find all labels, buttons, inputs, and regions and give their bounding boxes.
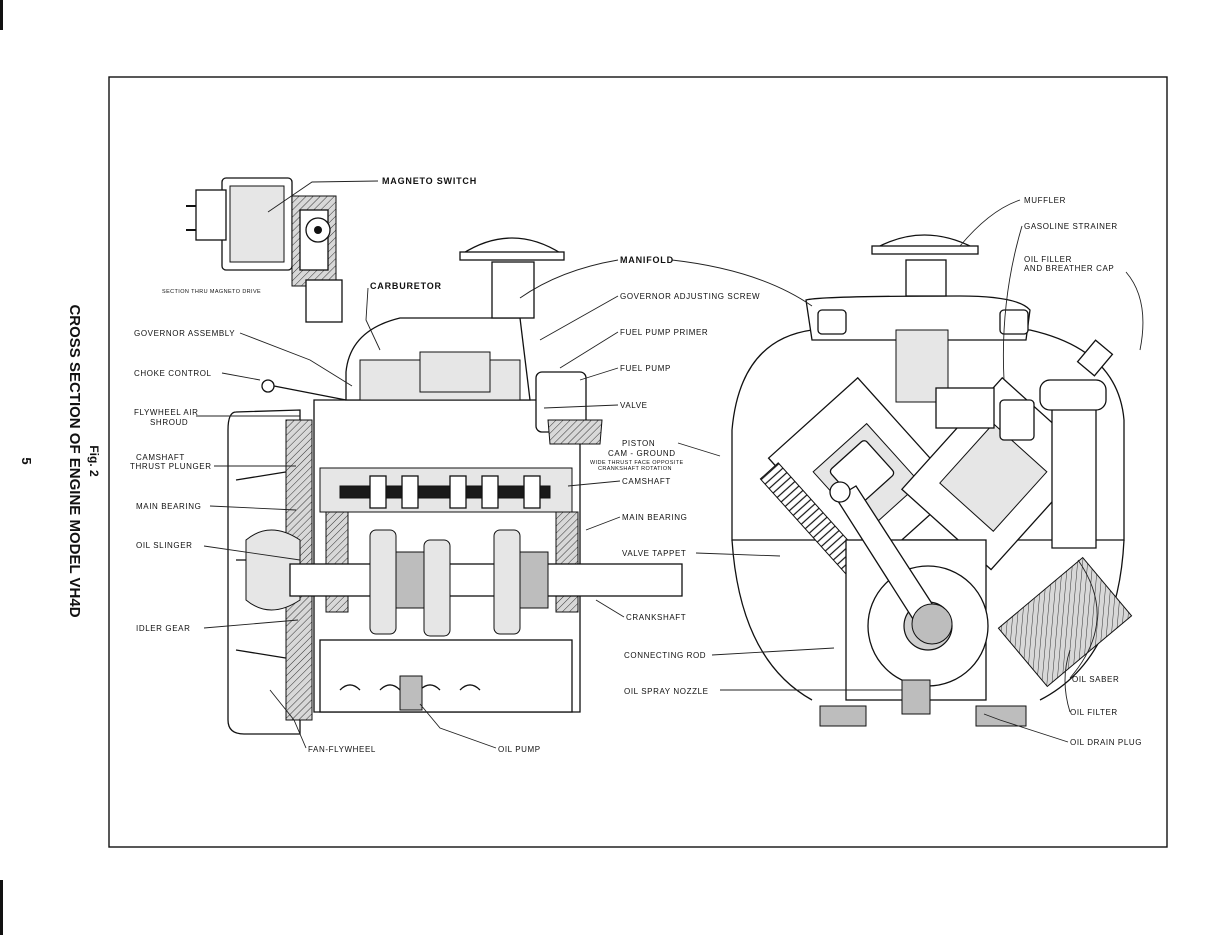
- end-section-view: [731, 234, 1133, 727]
- magneto-drive-inset: [186, 177, 343, 323]
- label-idler-gear: IDLER GEAR: [136, 624, 190, 633]
- top-assembly-side: [261, 237, 603, 445]
- leader-lines: [196, 180, 1144, 749]
- cylinder-right: [900, 376, 1093, 571]
- label-and-breather-cap: AND BREATHER CAP: [1024, 264, 1114, 273]
- label-crankshaft-rotation: CRANKSHAFT ROTATION: [598, 466, 672, 472]
- page-edge-bar: [0, 880, 3, 935]
- crankcase: [289, 399, 683, 713]
- label-oil-saber: OIL SABER: [1072, 675, 1119, 684]
- label-fuel-pump: FUEL PUMP: [620, 364, 671, 373]
- camshaft-lobes: [339, 475, 551, 509]
- label-valve-tappet: VALVE TAPPET: [622, 549, 686, 558]
- label-cam-ground: CAM - GROUND: [608, 449, 676, 458]
- figure-label: Fig. 2: [87, 445, 101, 477]
- label-flywheel-air: FLYWHEEL AIR: [134, 408, 199, 417]
- label-thrust-plunger: THRUST PLUNGER: [130, 462, 212, 471]
- label-camshaft: CAMSHAFT: [622, 477, 671, 486]
- label-gasoline-strainer: GASOLINE STRAINER: [1024, 222, 1118, 231]
- label-governor-assembly: GOVERNOR ASSEMBLY: [134, 329, 235, 338]
- label-section-thru-magneto-drive: SECTION THRU MAGNETO DRIVE: [162, 289, 261, 295]
- label-main-bearing-right: MAIN BEARING: [622, 513, 687, 522]
- label-valve: VALVE: [620, 401, 648, 410]
- label-oil-pump: OIL PUMP: [498, 745, 541, 754]
- figure-frame: [108, 76, 1168, 848]
- label-magneto-switch: MAGNETO SWITCH: [382, 176, 477, 186]
- label-shroud: SHROUD: [150, 418, 188, 427]
- label-fan-flywheel: FAN-FLYWHEEL: [308, 745, 376, 754]
- side-section-view: [186, 177, 683, 735]
- label-oil-slinger: OIL SLINGER: [136, 541, 193, 550]
- label-fuel-pump-primer: FUEL PUMP PRIMER: [620, 328, 708, 337]
- label-piston: PISTON: [622, 439, 655, 448]
- label-governor-adjusting-screw: GOVERNOR ADJUSTING SCREW: [620, 292, 760, 301]
- label-camshaft-thrust: CAMSHAFT: [136, 453, 185, 462]
- label-main-bearing-left: MAIN BEARING: [136, 502, 201, 511]
- callout-labels: MAGNETO SWITCH SECTION THRU MAGNETO DRIV…: [130, 176, 1142, 754]
- side-caption: 5 Fig. 2 CROSS SECTION OF ENGINE MODEL V…: [19, 304, 101, 617]
- label-manifold: MANIFOLD: [620, 255, 674, 265]
- label-wide-thrust-face: WIDE THRUST FACE OPPOSITE: [590, 460, 684, 466]
- label-oil-spray-nozzle: OIL SPRAY NOZZLE: [624, 687, 709, 696]
- label-crankshaft: CRANKSHAFT: [626, 613, 686, 622]
- page-number: 5: [19, 457, 34, 464]
- page-edge-bar: [0, 0, 3, 30]
- label-oil-filter: OIL FILTER: [1070, 708, 1118, 717]
- label-connecting-rod: CONNECTING ROD: [624, 651, 706, 660]
- label-choke-control: CHOKE CONTROL: [134, 369, 212, 378]
- label-carburetor: CARBURETOR: [370, 281, 442, 291]
- label-muffler: MUFFLER: [1024, 196, 1066, 205]
- figure-title: CROSS SECTION OF ENGINE MODEL VH4D: [66, 304, 83, 617]
- label-oil-drain-plug: OIL DRAIN PLUG: [1070, 738, 1142, 747]
- label-oil-filler: OIL FILLER: [1024, 255, 1072, 264]
- crankshaft-side: [289, 529, 683, 637]
